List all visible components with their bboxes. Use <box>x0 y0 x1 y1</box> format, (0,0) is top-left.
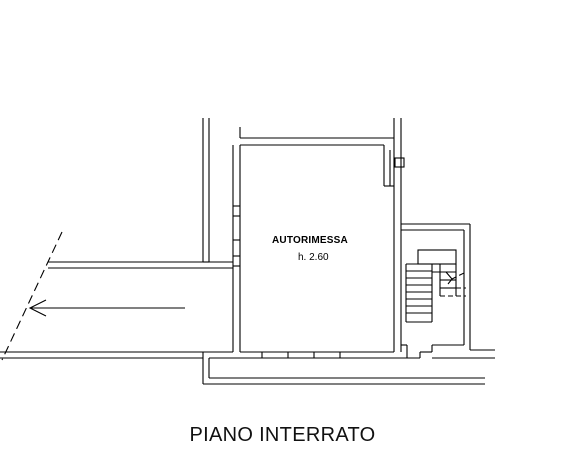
garage-top-wall <box>239 118 395 146</box>
ramp-arrow <box>28 299 185 317</box>
stair-room <box>401 223 495 359</box>
garage-bottom-wall <box>202 344 485 385</box>
garage-left-wall <box>202 118 241 352</box>
room-height: h. 2.60 <box>298 252 329 263</box>
ramp-walls <box>0 231 233 361</box>
garage-right-wall <box>383 118 405 352</box>
room-name: AUTORIMESSA <box>272 235 348 246</box>
staircase <box>405 249 467 323</box>
floor-title: PIANO INTERRATO <box>189 424 376 446</box>
